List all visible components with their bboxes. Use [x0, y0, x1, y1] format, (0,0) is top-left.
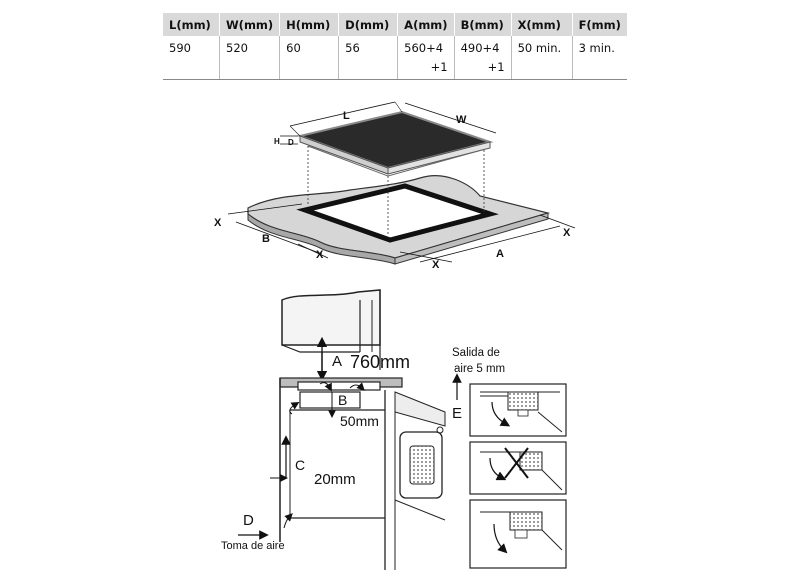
label-X-left: X: [214, 217, 222, 229]
table-row: 590 520 60 56 560+4+1 490+4+1 50 min. 3 …: [163, 36, 627, 80]
label-W: W: [456, 114, 467, 126]
label-L: L: [343, 110, 350, 122]
cell-F: 3 min.: [572, 36, 627, 80]
wall-cabinet: [281, 289, 381, 346]
label-X-right: X: [563, 227, 571, 239]
label-D-install: D: [243, 512, 254, 529]
hob-side-right: [387, 141, 491, 175]
label-B-install: B: [338, 392, 347, 408]
cell-B: 490+4+1: [454, 36, 512, 80]
label-D: D: [288, 138, 294, 147]
air-intake-label: Toma de aire: [221, 540, 285, 552]
label-A-install: A: [332, 353, 342, 370]
table-header-row: L(mm) W(mm) H(mm) D(mm) A(mm) B(mm) X(mm…: [163, 13, 627, 36]
hob-box: [299, 391, 361, 409]
hob-in-worktop: [297, 381, 381, 391]
cell-D: 56: [338, 36, 399, 80]
dimensions-table: L(mm) W(mm) H(mm) D(mm) A(mm) B(mm) X(mm…: [163, 13, 627, 80]
cell-A: 560+4+1: [397, 36, 455, 80]
air-outlet-line2: aire 5 mm: [454, 363, 505, 375]
header-D: D(mm): [338, 13, 399, 36]
label-H: H: [274, 137, 280, 146]
label-B: B: [262, 233, 270, 245]
header-A: A(mm): [397, 13, 455, 36]
cell-X: 50 min.: [511, 36, 573, 80]
header-L: L(mm): [163, 13, 220, 36]
cell-H: 60: [279, 36, 340, 80]
oven-knob-icon: [436, 426, 444, 434]
value-760mm: 760mm: [350, 352, 410, 372]
cutout-hole: [296, 183, 499, 243]
value-20mm: 20mm: [314, 471, 356, 488]
cabinet-section-diagram: A 760mm B 50mm C 20mm D Toma de aire: [221, 289, 505, 570]
header-H: H(mm): [279, 13, 340, 36]
hob-cutout-diagram: L W H D X B X X A X: [214, 101, 576, 271]
label-C: C: [295, 457, 305, 473]
label-A: A: [496, 248, 504, 260]
cell-W: 520: [219, 36, 281, 80]
label-X-bottom-mid: X: [432, 259, 440, 271]
value-50mm: 50mm: [340, 413, 379, 429]
air-outlet-line1: Salida de: [452, 347, 500, 359]
header-X: X(mm): [511, 13, 573, 36]
label-X-bottom-left: X: [316, 249, 324, 261]
countertop-right-edge: [394, 212, 549, 265]
oven-window: [409, 445, 435, 485]
cell-L: 590: [163, 36, 220, 80]
ventilation-detail-panels: [469, 383, 567, 569]
header-W: W(mm): [219, 13, 281, 36]
header-F: F(mm): [572, 13, 627, 36]
label-E: E: [452, 405, 462, 422]
detail-panel-2: [469, 441, 567, 495]
oven-top: [394, 391, 446, 427]
header-B: B(mm): [454, 13, 512, 36]
